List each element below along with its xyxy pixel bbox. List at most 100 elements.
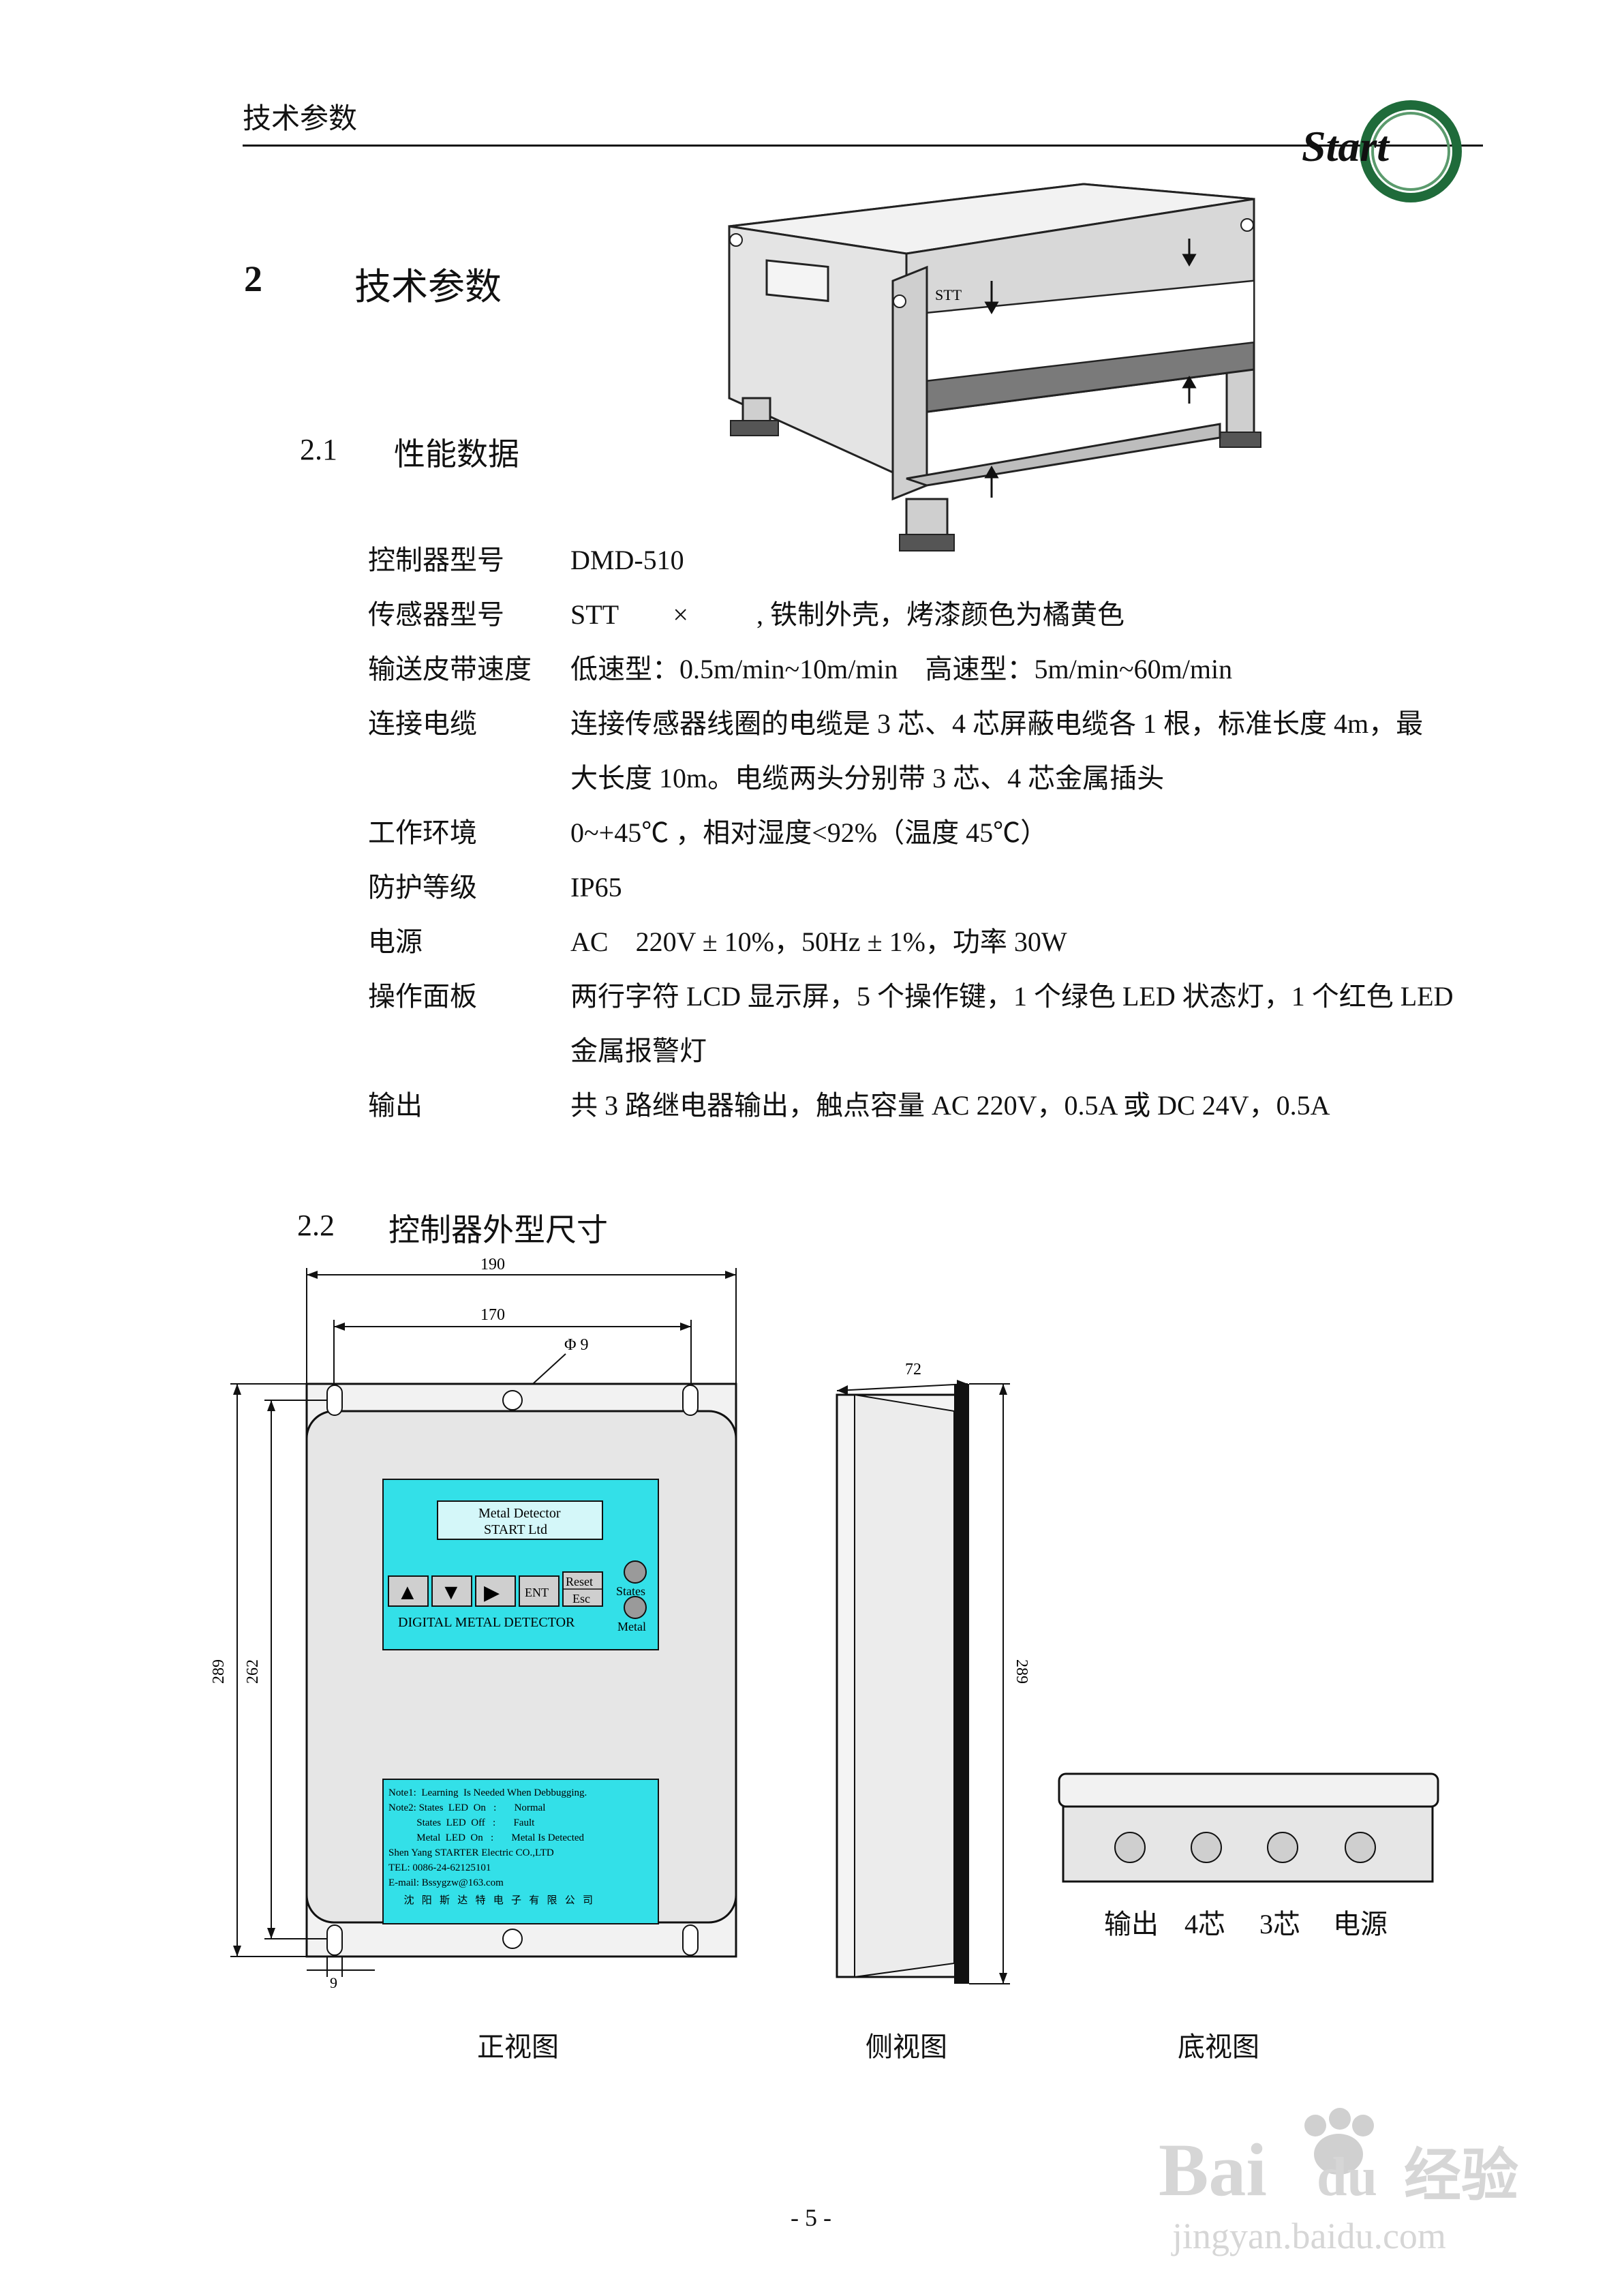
states-led (624, 1560, 647, 1584)
watermark-brand: Bai (1159, 2128, 1267, 2211)
spec-value: 金属报警灯 (570, 1036, 707, 1066)
metal-led-label: Metal (617, 1620, 646, 1633)
front-view: 190 170 Φ 9 289 262 9 Metal Detector STA… (210, 1256, 737, 1991)
dim-170: 170 (480, 1306, 505, 1324)
spec-row: 输送皮带速度 低速型：0.5m/min~10m/min 高速型：5m/min~60… (368, 642, 1486, 697)
dim-72: 72 (905, 1361, 921, 1378)
side-view: 72 289 (836, 1361, 1030, 1984)
metal-led (624, 1596, 647, 1619)
section-title: 技术参数 (354, 265, 502, 308)
spec-key: 防护等级 (368, 872, 477, 903)
panel-caption: DIGITAL METAL DETECTOR (398, 1615, 575, 1630)
spec-key (368, 751, 570, 806)
watermark-brand2: du (1317, 2147, 1377, 2207)
spec-value: AC 220V ± 10%，50Hz ± 1%，功率 30W (570, 926, 1067, 957)
spec-key: 连接电缆 (368, 708, 477, 739)
reset-label: Reset (566, 1575, 593, 1588)
start-logo: Start (1302, 100, 1462, 202)
port-output (1114, 1832, 1146, 1863)
spec-value: 两行字符 LCD 显示屏，5 个操作键，1 个绿色 LED 状态灯，1 个红色 … (570, 981, 1454, 1012)
logo-text: Start (1302, 122, 1390, 170)
spec-value: 共 3 路继电器输出，触点容量 AC 220V，0.5A 或 DC 24V，0.… (570, 1090, 1330, 1121)
spec-key (368, 1024, 570, 1078)
paw-icon (1304, 2108, 1374, 2175)
note-line: Shen Yang STARTER Electric CO.,LTD (388, 1847, 554, 1858)
esc-label: Esc (572, 1592, 590, 1605)
sub2-title: 控制器外型尺寸 (388, 1211, 608, 1248)
dim-190: 190 (480, 1256, 505, 1273)
header-title: 技术参数 (243, 102, 358, 135)
spec-row: 防护等级 IP65 (368, 860, 1486, 915)
note-line: TEL: 0086-24-62125101 (388, 1862, 491, 1873)
port-4-core (1191, 1832, 1222, 1863)
spec-value: 0~+45℃ ，相对湿度<92%（温度 45℃） (570, 817, 1048, 848)
spec-value: DMD-510 (570, 545, 684, 575)
spec-key: 操作面板 (368, 981, 477, 1012)
spec-row: 连接电缆 连接传感器线圈的电缆是 3 芯、4 芯屏蔽电缆各 1 根，标准长度 4m… (368, 697, 1486, 751)
sub2-number: 2.2 (297, 1209, 335, 1242)
bottom-view-caption: 底视图 (1178, 2031, 1259, 2062)
states-led-label: States (616, 1584, 645, 1598)
header-rule (243, 145, 1483, 147)
spec-key: 传感器型号 (368, 599, 504, 630)
port-label: 3芯 (1259, 1909, 1300, 1939)
note-line: Note2: States LED On : Normal (388, 1802, 545, 1813)
spec-key: 电源 (368, 926, 423, 957)
button-right[interactable]: ▶ (475, 1575, 516, 1607)
section-number: 2 (244, 258, 262, 299)
lcd-line2: START Ltd (484, 1522, 547, 1537)
sensor-label: STT (935, 286, 962, 303)
spec-key: 控制器型号 (368, 545, 504, 575)
spec-key: 输送皮带速度 (368, 654, 532, 684)
button-ent[interactable]: ENT (519, 1575, 560, 1607)
note-line: Note1: Learning Is Needed When Debbuggin… (388, 1787, 587, 1798)
spec-row: 控制器型号 DMD-510 (368, 533, 1486, 588)
port-label: 电源 (1333, 1909, 1388, 1939)
spec-value: 低速型：0.5m/min~10m/min 高速型：5m/min~60m/min (570, 654, 1233, 684)
lcd-display (437, 1500, 603, 1540)
sub1-title: 性能数据 (394, 436, 519, 472)
port-power (1345, 1832, 1376, 1863)
dim-hole: Φ 9 (564, 1336, 589, 1354)
note-line: Metal LED On : Metal Is Detected (388, 1832, 585, 1843)
spec-value: 连接传感器线圈的电缆是 3 芯、4 芯屏蔽电缆各 1 根，标准长度 4m，最 (570, 708, 1424, 739)
sub1-number: 2.1 (300, 433, 337, 466)
sensor-figure: STT (728, 183, 1261, 552)
spec-row: 金属报警灯 (368, 1024, 1486, 1078)
watermark-cn: 经验 (1404, 2145, 1518, 2208)
button-up[interactable]: ▲ (388, 1575, 429, 1607)
lcd-line1: Metal Detector (478, 1506, 561, 1521)
button-reset-esc[interactable]: Reset Esc (562, 1571, 603, 1607)
front-view-caption: 正视图 (477, 2031, 559, 2062)
port-label: 4芯 (1184, 1909, 1225, 1939)
dim-9: 9 (330, 1974, 337, 1991)
note-panel (382, 1779, 659, 1924)
port-label: 输出 (1104, 1909, 1159, 1939)
page-number: - 5 - (791, 2204, 831, 2231)
note-line: E-mail: Bssygzw@163.com (388, 1877, 504, 1888)
spec-value: IP65 (570, 872, 622, 903)
spec-value: 大长度 10m。电缆两头分别带 3 芯、4 芯金属插头 (570, 763, 1165, 794)
ent-label: ENT (525, 1586, 549, 1599)
dim-289: 289 (210, 1659, 228, 1684)
spec-row: 电源 AC 220V ± 10%，50Hz ± 1%，功率 30W (368, 915, 1486, 969)
bottom-view (1058, 1772, 1439, 1883)
spec-row: 输出 共 3 路继电器输出，触点容量 AC 220V，0.5A 或 DC 24V，… (368, 1078, 1486, 1133)
side-view-caption: 侧视图 (866, 2031, 947, 2062)
note-line: States LED Off : Fault (388, 1817, 535, 1828)
spec-row: 传感器型号 STT × , 铁制外壳，烤漆颜色为橘黄色 (368, 588, 1486, 642)
dim-262: 262 (244, 1659, 262, 1684)
spec-key: 输出 (368, 1090, 423, 1121)
spec-row: 操作面板 两行字符 LCD 显示屏，5 个操作键，1 个绿色 LED 状态灯，1 … (368, 969, 1486, 1024)
up-arrow-icon: ▲ (397, 1580, 418, 1604)
right-arrow-icon: ▶ (484, 1582, 500, 1604)
spec-key: 工作环境 (368, 817, 477, 848)
baidu-watermark: Bai du 经验 jingyan.baidu.com (1159, 2108, 1518, 2256)
button-down[interactable]: ▼ (431, 1575, 472, 1607)
watermark-url: jingyan.baidu.com (1171, 2216, 1446, 2256)
spec-value: STT × , 铁制外壳，烤漆颜色为橘黄色 (570, 599, 1124, 630)
port-3-core (1267, 1832, 1298, 1863)
note-line: 沈 阳 斯 达 特 电 子 有 限 公 司 (388, 1894, 593, 1906)
spec-row: 大长度 10m。电缆两头分别带 3 芯、4 芯金属插头 (368, 751, 1486, 806)
